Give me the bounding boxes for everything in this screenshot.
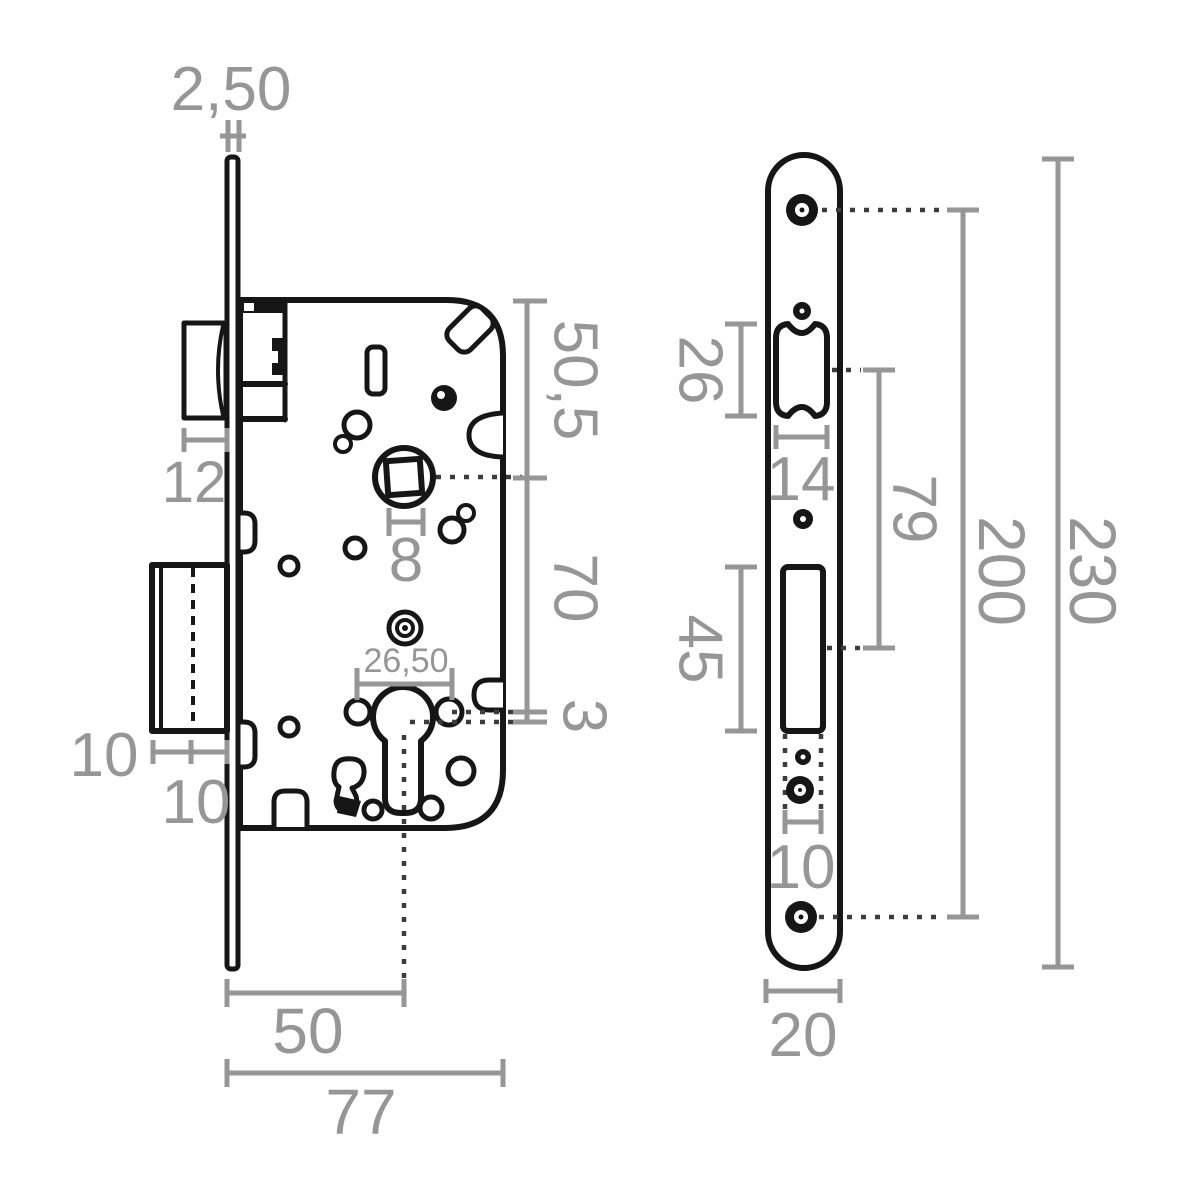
- dim-case-vertical: 50,5 70 3: [513, 298, 619, 733]
- dim-label-backset: 50: [272, 995, 343, 1067]
- dim-label-deadbolt-throw-outer: 10: [70, 721, 139, 790]
- pivot-hole-c: [456, 503, 476, 523]
- pivot-hole-a: [341, 409, 373, 441]
- dim-faceplate-width: 20: [763, 979, 843, 1070]
- dim-lower-holes-width: 10: [767, 810, 836, 902]
- dim-label-spindle-square: 8: [389, 526, 423, 595]
- dim-label-screw-hole-centers: 200: [965, 516, 1039, 626]
- rivet-upper: [277, 554, 301, 578]
- case-details: [277, 344, 477, 822]
- dim-label-lower-holes-width: 10: [767, 833, 836, 902]
- dim-label-case-depth: 77: [325, 1076, 396, 1148]
- dim-label-faceplate-thickness: 2,50: [171, 55, 292, 124]
- cylinder-screw-hole-right: [433, 696, 465, 728]
- dim-label-faceplate-length: 230: [1056, 516, 1130, 626]
- dim-label-deadbolt-throw-inner: 10: [162, 768, 231, 837]
- deadbolt-head: [149, 562, 230, 734]
- dim-backset: 50: [224, 979, 407, 1067]
- dim-spindle-square: 8: [386, 508, 426, 595]
- bottom-edge-bump: [271, 788, 310, 830]
- dim-latch-cutout-width: 14: [767, 425, 836, 514]
- pivot-hole-e: [342, 535, 368, 561]
- deadbolt: [149, 562, 230, 734]
- dim-latch-height: 12: [162, 428, 230, 515]
- dim-label-spindle-to-cylinder: 70: [541, 554, 610, 623]
- dim-label-top-to-spindle: 50,5: [541, 320, 610, 441]
- dim-faceplate-length: 230: [1042, 156, 1130, 970]
- dim-deadbolt-throw: 10 10: [70, 721, 231, 837]
- rivet-lower: [277, 715, 301, 739]
- side-view: 2,50 12 8 26,50 10: [70, 55, 619, 1148]
- latch-spring-slot: [244, 303, 254, 311]
- latch-bolt-bevel: [216, 324, 225, 417]
- corner-notch: [444, 303, 496, 355]
- dim-faceplate-thickness: 2,50: [171, 55, 292, 152]
- spindle-hub: [372, 445, 436, 509]
- pivot-hole-d: [437, 515, 467, 545]
- dim-latch-cutout-height: 26: [666, 321, 757, 419]
- pivot-hole-b: [333, 434, 353, 454]
- left-edge-notch-lower: [237, 719, 258, 770]
- dim-latch-to-deadbolt: 79: [863, 367, 949, 651]
- dim-label-latch-cutout-width: 14: [767, 445, 836, 514]
- lever-foot: [337, 796, 361, 817]
- pivot-hole-f: [361, 798, 385, 822]
- latch-bolt: [181, 320, 229, 421]
- deadbolt-cutout: [780, 564, 826, 734]
- front-view: 26 14 79 45 10: [666, 152, 1130, 1070]
- dim-label-deadbolt-cutout-height: 45: [666, 615, 735, 684]
- dim-case-depth: 77: [224, 1059, 506, 1148]
- screw-concentric-outer: [386, 609, 424, 647]
- dim-label-latch-to-deadbolt: 79: [880, 475, 949, 544]
- left-edge-notch-upper: [237, 510, 258, 555]
- screw-concentric-inner: [395, 618, 415, 638]
- screw-concentric-dot: [402, 625, 408, 631]
- screw-head-dot-center: [437, 391, 445, 399]
- edge-notch-lower: [471, 677, 506, 713]
- latch-mechanism: [237, 297, 288, 423]
- dim-cylinder-screw-spacing: 26,50: [354, 642, 455, 700]
- dim-label-cylinder-offset: 3: [550, 699, 619, 733]
- spindle-square-hole: [382, 455, 426, 499]
- latch-cutout: [773, 321, 830, 419]
- dim-label-latch-cutout-height: 26: [666, 336, 735, 405]
- dim-label-faceplate-width: 20: [769, 1001, 838, 1070]
- dim-deadbolt-cutout-height: 45: [666, 564, 757, 734]
- pivot-hole-h: [445, 755, 477, 787]
- spring-slot: [364, 344, 388, 397]
- dim-label-cylinder-screw-spacing: 26,50: [363, 642, 448, 680]
- edge-notch-upper: [466, 410, 506, 460]
- latch-tail-tab: [272, 338, 286, 375]
- dim-label-latch-height: 12: [162, 450, 227, 515]
- screw-head-dot: [431, 385, 457, 411]
- dim-screw-hole-centers: 200: [947, 207, 1039, 920]
